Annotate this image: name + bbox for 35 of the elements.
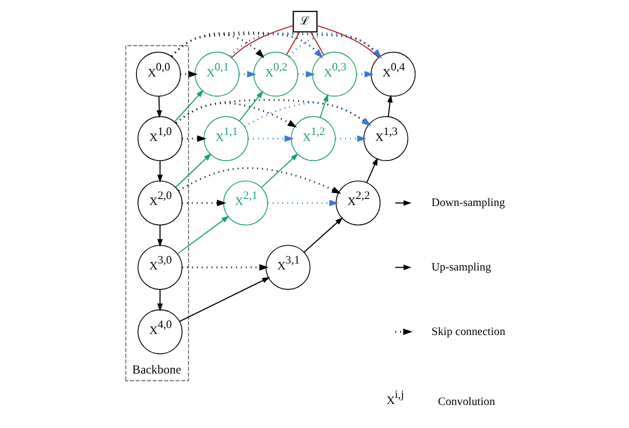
arrow [261, 153, 298, 188]
arrow [320, 94, 328, 118]
arrow [304, 217, 344, 252]
arrow [175, 153, 212, 188]
arrow [157, 160, 163, 183]
arrow [179, 277, 270, 322]
connector [316, 25, 379, 58]
arrow [156, 96, 162, 118]
arrow [268, 200, 339, 206]
arrow [171, 32, 382, 58]
arrow [244, 102, 372, 128]
arrow [230, 32, 382, 58]
arrow [178, 167, 342, 194]
legend-label: Skip connection [431, 326, 506, 338]
arrow [174, 90, 204, 122]
arrow [335, 135, 366, 142]
arrow [387, 94, 393, 117]
arrow [182, 264, 269, 271]
arrow [288, 32, 382, 58]
arrow [366, 157, 378, 183]
arrow [157, 289, 163, 312]
arrow [177, 216, 230, 254]
arrow [182, 135, 206, 142]
legend-label: Convolution [438, 396, 496, 408]
legend-label: Up-sampling [431, 261, 492, 274]
arrow [182, 200, 226, 206]
arrow [157, 225, 163, 247]
node-box: ℒ [292, 10, 318, 32]
connector [310, 32, 324, 56]
arrow [239, 90, 264, 122]
legend-label: Down-sampling [431, 197, 505, 210]
connector [231, 25, 294, 58]
arrow [176, 99, 372, 126]
arrow [248, 135, 294, 142]
connector [286, 32, 300, 56]
